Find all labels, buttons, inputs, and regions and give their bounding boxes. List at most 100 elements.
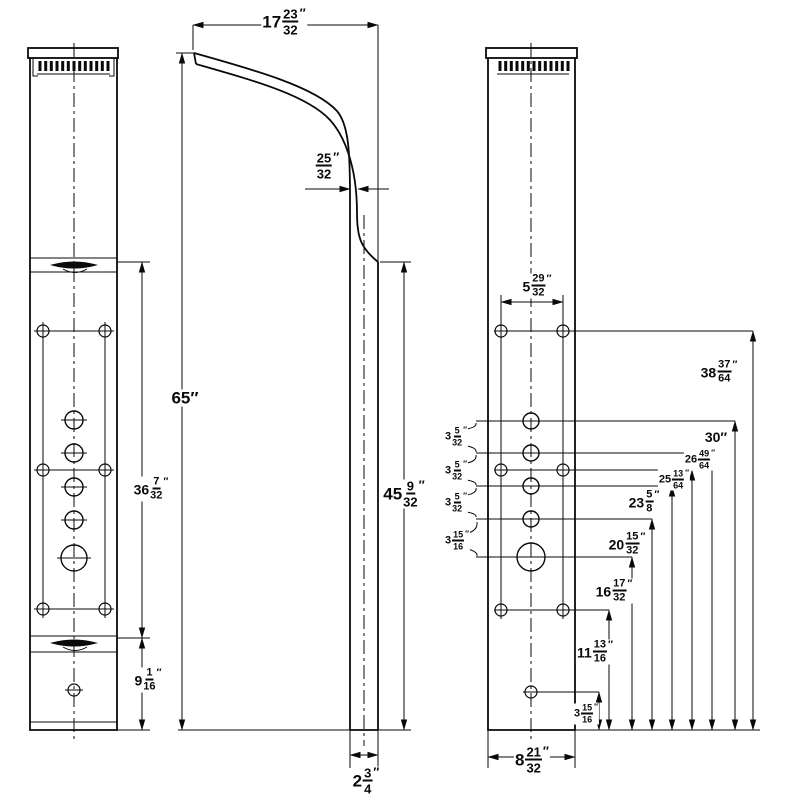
gooseneck-arm-inner: [195, 63, 379, 263]
dim-unit: ″: [299, 5, 306, 21]
dim-unit: ″: [333, 149, 340, 165]
dim-unit: ″: [711, 448, 716, 458]
chain-dimension-arcs: [466, 422, 478, 557]
dim-unit: ″: [418, 477, 425, 493]
dim-whole: 38: [700, 364, 717, 380]
dim-whole: 5: [522, 278, 531, 294]
dim-whole: 25: [658, 473, 672, 486]
dim-unit: ″: [546, 272, 552, 285]
dim-text: 65″: [171, 388, 199, 408]
dim-whole: 3: [444, 464, 452, 477]
dim-whole: 45: [383, 484, 403, 504]
dim-whole: 16: [595, 583, 612, 599]
dim-whole: 3: [444, 534, 452, 547]
dim-whole: 3: [444, 430, 452, 443]
feature-row-lines: [476, 330, 753, 693]
dim-whole: 3: [444, 496, 452, 509]
dim-whole: 17: [262, 12, 282, 32]
dim-unit: ″: [627, 577, 633, 590]
dim-unit: ″: [373, 764, 380, 780]
back-mounting-holes: [494, 324, 570, 699]
dim-unit: ″: [654, 488, 660, 501]
dim-whole: 8: [514, 750, 525, 770]
side-view: [176, 21, 411, 768]
dim-whole: 26: [684, 453, 698, 466]
showerhead-vents-back: [498, 61, 570, 71]
back-jet-circles: [516, 412, 546, 572]
dim-unit: ″: [463, 459, 468, 469]
dim-unit: ″: [463, 425, 468, 435]
front-view: [27, 43, 150, 742]
dim-unit: ″: [463, 491, 468, 501]
dim-whole: 23: [628, 494, 645, 510]
front-lower-divider: [30, 635, 117, 653]
dim-whole: 36: [133, 481, 150, 497]
dim-whole: 3: [573, 707, 581, 720]
dim-whole: 9: [134, 672, 143, 688]
front-dimension-lines: [117, 261, 150, 731]
dim-whole: 2: [352, 771, 363, 791]
dim-unit: ″: [640, 530, 646, 543]
dim-jet1-height-label: 30″: [703, 429, 729, 445]
dim-unit: ″: [608, 638, 614, 651]
dim-total-height-label: 65″: [170, 388, 200, 408]
dim-whole: 20: [608, 536, 625, 552]
dim-unit: ″: [465, 529, 470, 539]
dim-unit: ″: [685, 468, 690, 478]
dim-unit: ″: [732, 358, 738, 371]
front-upper-divider: [30, 257, 117, 273]
back-spout-circle: [516, 542, 546, 572]
dim-whole: 11: [576, 644, 592, 660]
dim-unit: ″: [594, 702, 599, 712]
dim-unit: ″: [542, 743, 550, 759]
front-top-cap: [27, 47, 119, 59]
gooseneck-arm-outer: [193, 52, 351, 730]
showerhead-vents-front: [38, 61, 110, 71]
dim-text: 30″: [704, 429, 728, 445]
dim-unit: ″: [163, 475, 169, 488]
side-dimension-lines: [176, 21, 411, 768]
